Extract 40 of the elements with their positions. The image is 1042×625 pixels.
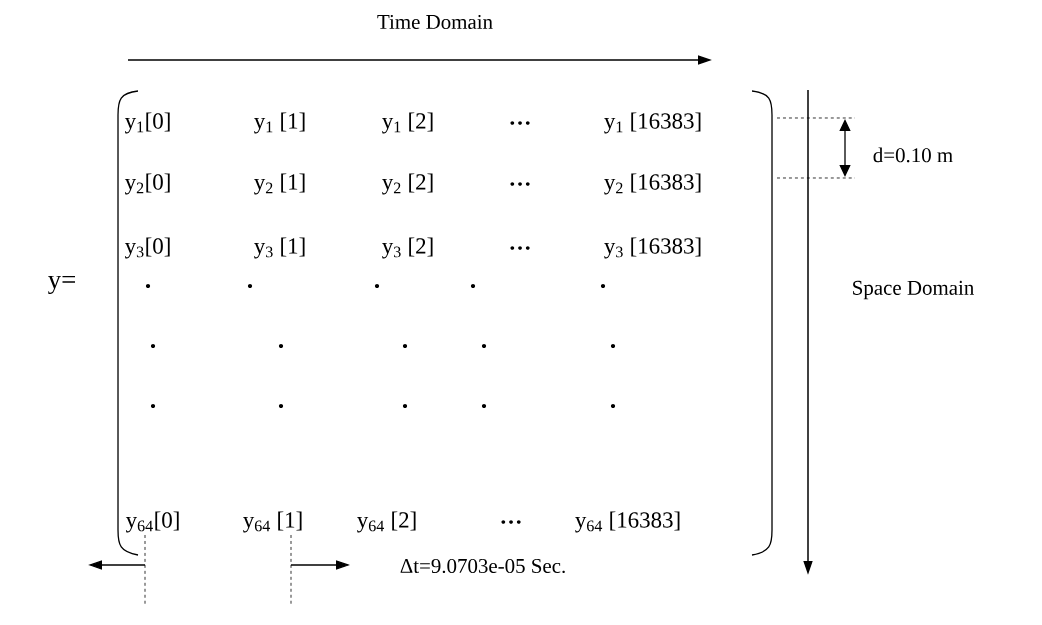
- matrix-entry: …: [510, 246, 530, 250]
- axis-label: Time Domain: [377, 14, 493, 29]
- matrix-entry: .: [610, 343, 616, 349]
- matrix-entry: .: [150, 343, 156, 349]
- matrix-entry: .: [150, 403, 156, 409]
- matrix-entry: y$_{1}$ [2]: [382, 112, 433, 134]
- matrix-entry: y$_{3}$ [2]: [382, 237, 433, 259]
- matrix-entry: y$_{2}$ [16383]: [604, 173, 701, 195]
- matrix-entry: .: [278, 403, 284, 409]
- matrix-entry: y$_{64}$[0]: [125, 511, 179, 533]
- matrix-entry: y$_{1}$[0]: [124, 112, 170, 134]
- matrix-name: y=: [48, 275, 75, 295]
- matrix-entry: .: [402, 403, 408, 409]
- matrix-entry: .: [481, 343, 487, 349]
- matrix-entry: .: [481, 403, 487, 409]
- dimension-label: Δt=9.0703e-05 Sec.: [400, 558, 565, 574]
- matrix-entry: y$_{1}$ [1]: [254, 112, 305, 134]
- matrix-entry: y$_{3}$[0]: [124, 237, 170, 259]
- dimension-label: d=0.10 m: [873, 147, 953, 163]
- matrix-entry: …: [510, 182, 530, 186]
- matrix-entry: y$_{2}$ [1]: [254, 173, 305, 195]
- matrix-entry: y$_{2}$ [2]: [382, 173, 433, 195]
- matrix-entry: .: [278, 343, 284, 349]
- matrix-entry: .: [600, 283, 606, 289]
- matrix-entry: y$_{1}$ [16383]: [604, 112, 701, 134]
- matrix-entry: …: [510, 121, 530, 125]
- matrix-entry: .: [610, 403, 616, 409]
- matrix-entry: y$_{64}$ [1]: [243, 511, 302, 533]
- matrix-entry: .: [247, 283, 253, 289]
- matrix-entry: .: [470, 283, 476, 289]
- matrix-entry: .: [374, 283, 380, 289]
- matrix-entry: y$_{3}$ [1]: [254, 237, 305, 259]
- matrix-entry: y$_{3}$ [16383]: [604, 237, 701, 259]
- axis-label: Space Domain: [853, 280, 974, 300]
- matrix-entry: y$_{2}$[0]: [124, 173, 170, 195]
- matrix-entry: .: [402, 343, 408, 349]
- matrix-entry: .: [145, 283, 151, 289]
- matrix-entry: y$_{64}$ [2]: [357, 511, 416, 533]
- matrix-entry: y$_{64}$ [16383]: [575, 511, 680, 533]
- matrix-entry: …: [501, 520, 521, 524]
